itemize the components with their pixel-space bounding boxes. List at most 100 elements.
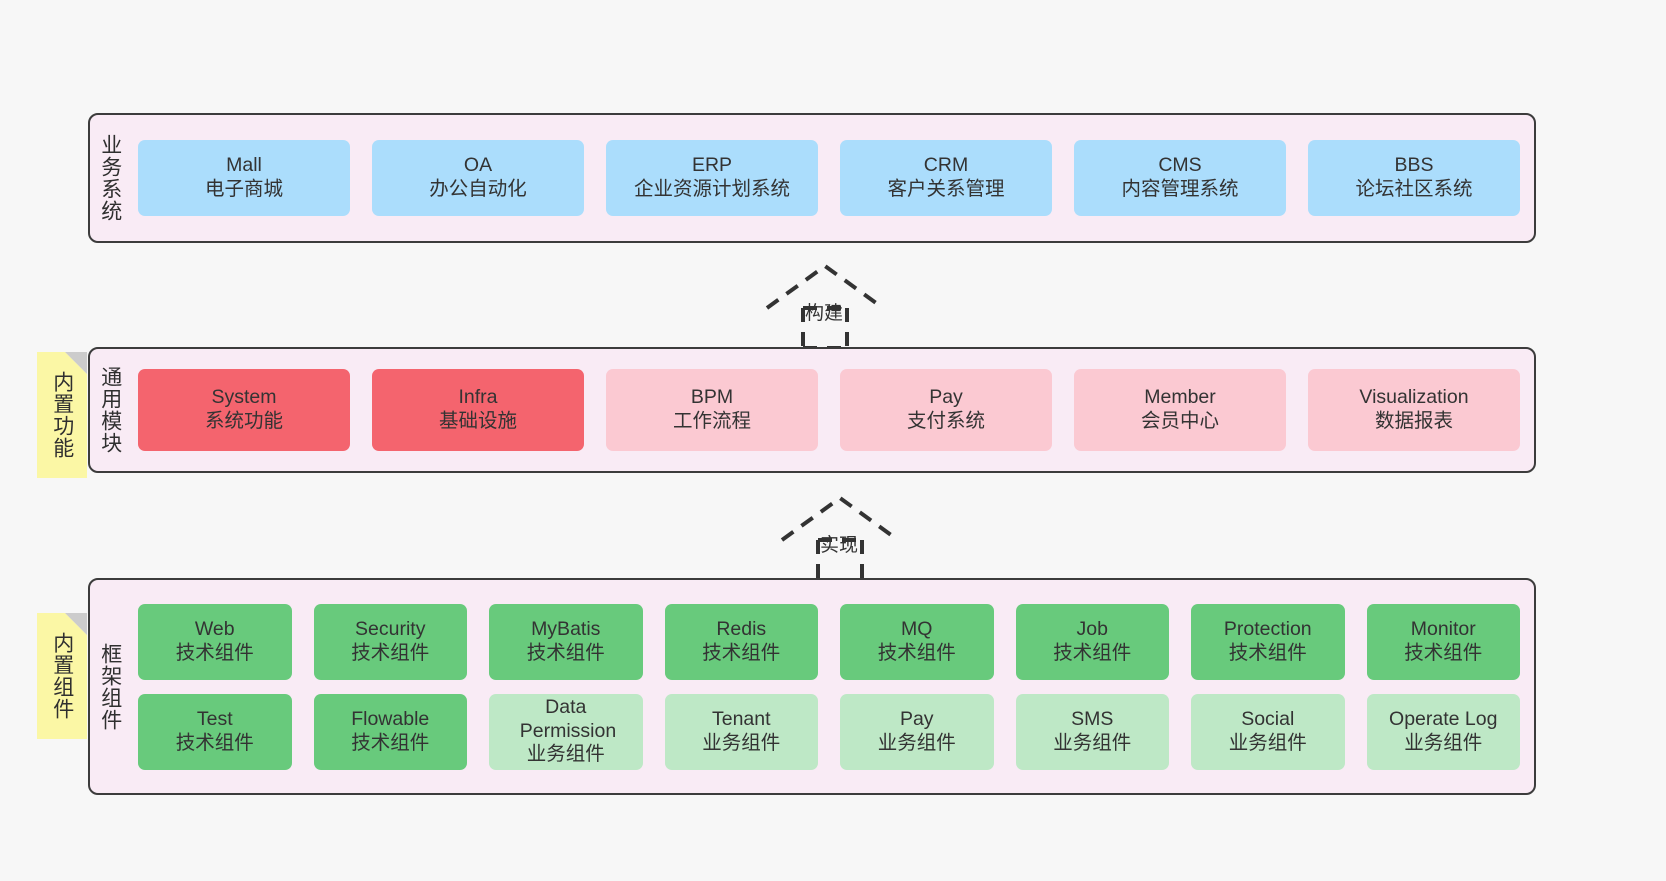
card-title: MyBatis <box>531 617 601 640</box>
card-subtitle: 技术组件 <box>1053 641 1132 664</box>
card-mybatis[interactable]: MyBatis 技术组件 <box>489 603 643 680</box>
card-web[interactable]: Web 技术组件 <box>138 603 292 680</box>
card-title: Web <box>194 617 235 640</box>
card-subtitle: 业务组件 <box>1228 731 1307 754</box>
note-builtin-component: 内置组件 <box>37 613 87 739</box>
card-protection[interactable]: Protection 技术组件 <box>1191 603 1345 680</box>
card-pay-business[interactable]: Pay 业务组件 <box>840 693 994 770</box>
connector-build: 构建 <box>755 258 915 350</box>
card-security[interactable]: Security 技术组件 <box>313 603 467 680</box>
card-subtitle: 客户关系管理 <box>887 178 1005 200</box>
card-crm[interactable]: CRM 客户关系管理 <box>840 140 1052 216</box>
card-title: System <box>211 386 277 409</box>
card-subtitle: 技术组件 <box>1228 641 1307 664</box>
layer-common-module: 通用模块 System 系统功能 Infra 基础设施 BPM 工作流程 Pay… <box>88 347 1536 473</box>
card-title: Pay <box>899 707 934 730</box>
card-subtitle: 业务组件 <box>702 731 781 754</box>
connector-implement: 实现 <box>770 490 930 582</box>
card-oa[interactable]: OA 办公自动化 <box>372 140 584 216</box>
card-subtitle: 业务组件 <box>1053 731 1132 754</box>
card-monitor[interactable]: Monitor 技术组件 <box>1366 603 1520 680</box>
card-subtitle: 基础设施 <box>438 410 517 432</box>
card-subtitle: 技术组件 <box>1404 641 1483 664</box>
card-subtitle: 技术组件 <box>351 641 430 664</box>
card-social[interactable]: Social 业务组件 <box>1191 693 1345 770</box>
card-infra[interactable]: Infra 基础设施 <box>372 369 584 451</box>
card-title: CMS <box>1158 154 1202 177</box>
card-title: Operate Log <box>1389 707 1498 730</box>
card-mall[interactable]: Mall 电子商城 <box>138 140 350 216</box>
card-job[interactable]: Job 技术组件 <box>1015 603 1169 680</box>
card-subtitle: 内容管理系统 <box>1121 178 1239 200</box>
card-flowable[interactable]: Flowable 技术组件 <box>313 693 467 770</box>
card-subtitle: 数据报表 <box>1374 410 1453 432</box>
card-title: Test <box>196 707 233 730</box>
card-operate-log[interactable]: Operate Log 业务组件 <box>1366 693 1520 770</box>
card-title: Job <box>1076 617 1108 640</box>
card-row: Test 技术组件 Flowable 技术组件 Data Permission … <box>138 693 1520 770</box>
card-subtitle: 系统功能 <box>204 410 283 432</box>
card-pay[interactable]: Pay 支付系统 <box>840 369 1052 451</box>
layer-title-common-module: 通用模块 <box>98 366 122 454</box>
card-title: Social <box>1241 707 1295 730</box>
layer-title-business-system: 业务系统 <box>98 134 122 222</box>
card-subtitle: 工作流程 <box>672 410 751 432</box>
connector-build-glyph <box>765 263 885 350</box>
card-subtitle: 技术组件 <box>877 641 956 664</box>
card-title: Data Permission <box>519 695 617 742</box>
layer-body-framework-component: Web 技术组件 Security 技术组件 MyBatis 技术组件 Redi… <box>130 580 1534 793</box>
card-subtitle: 技术组件 <box>526 641 605 664</box>
card-system[interactable]: System 系统功能 <box>138 369 350 451</box>
connector-implement-glyph <box>780 495 900 582</box>
note-builtin-component-text: 内置组件 <box>50 632 74 720</box>
layer-title-framework-component: 框架组件 <box>98 642 122 731</box>
connector-implement-label: 实现 <box>820 535 859 556</box>
card-visualization[interactable]: Visualization 数据报表 <box>1308 369 1520 451</box>
card-title: BPM <box>690 386 734 409</box>
card-bpm[interactable]: BPM 工作流程 <box>606 369 818 451</box>
card-subtitle: 电子商城 <box>204 178 283 200</box>
card-title: Protection <box>1223 617 1312 640</box>
layer-body-business-system: Mall 电子商城 OA 办公自动化 ERP 企业资源计划系统 CRM 客户关系… <box>130 115 1534 241</box>
card-title: Infra <box>458 386 498 409</box>
card-subtitle: 业务组件 <box>1404 731 1483 754</box>
note-builtin-function-text: 内置功能 <box>50 371 74 459</box>
card-tenant[interactable]: Tenant 业务组件 <box>664 693 818 770</box>
card-redis[interactable]: Redis 技术组件 <box>664 603 818 680</box>
card-erp[interactable]: ERP 企业资源计划系统 <box>606 140 818 216</box>
card-row: Mall 电子商城 OA 办公自动化 ERP 企业资源计划系统 CRM 客户关系… <box>138 140 1520 216</box>
card-subtitle: 业务组件 <box>526 743 605 766</box>
layer-framework-component: 框架组件 Web 技术组件 Security 技术组件 MyBatis 技术组件… <box>88 578 1536 795</box>
card-title: Member <box>1144 386 1216 409</box>
card-row: Web 技术组件 Security 技术组件 MyBatis 技术组件 Redi… <box>138 603 1520 680</box>
card-row: System 系统功能 Infra 基础设施 BPM 工作流程 Pay 支付系统… <box>138 369 1520 451</box>
card-title: Visualization <box>1359 386 1469 409</box>
card-subtitle: 办公自动化 <box>429 178 527 200</box>
card-test[interactable]: Test 技术组件 <box>138 693 292 770</box>
card-data-permission[interactable]: Data Permission 业务组件 <box>489 693 643 770</box>
card-title: OA <box>463 154 493 177</box>
card-title: ERP <box>691 154 733 177</box>
card-mq[interactable]: MQ 技术组件 <box>840 603 994 680</box>
card-subtitle: 论坛社区系统 <box>1355 178 1473 200</box>
card-subtitle: 技术组件 <box>702 641 781 664</box>
card-title: Pay <box>929 386 963 409</box>
card-title: SMS <box>1071 707 1114 730</box>
card-title: Flowable <box>351 707 430 730</box>
layer-business-system: 业务系统 Mall 电子商城 OA 办公自动化 ERP 企业资源计划系统 CRM… <box>88 113 1536 243</box>
card-title: MQ <box>901 617 933 640</box>
card-sms[interactable]: SMS 业务组件 <box>1015 693 1169 770</box>
connector-build-label: 构建 <box>805 303 844 324</box>
card-title: Redis <box>716 617 767 640</box>
card-subtitle: 技术组件 <box>175 731 254 754</box>
card-title: Mall <box>226 154 262 177</box>
card-bbs[interactable]: BBS 论坛社区系统 <box>1308 140 1520 216</box>
card-title: BBS <box>1394 154 1434 177</box>
card-title: Security <box>355 617 426 640</box>
card-title: Monitor <box>1410 617 1476 640</box>
card-cms[interactable]: CMS 内容管理系统 <box>1074 140 1286 216</box>
card-subtitle: 业务组件 <box>877 731 956 754</box>
card-subtitle: 技术组件 <box>175 641 254 664</box>
card-member[interactable]: Member 会员中心 <box>1074 369 1286 451</box>
